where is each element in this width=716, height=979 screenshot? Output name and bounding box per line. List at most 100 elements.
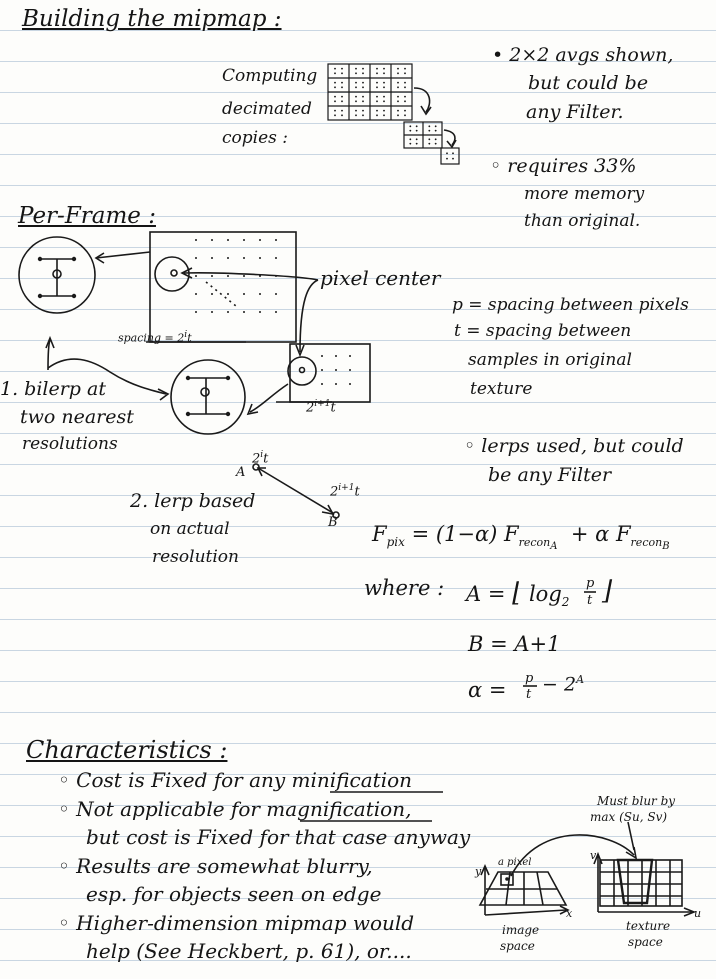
sample-dot [195, 239, 197, 241]
sample-dot [383, 110, 385, 112]
char-item-1: ◦ Cost is Fixed for any minification [58, 770, 412, 790]
sample-dot [435, 125, 437, 127]
sample-dot [355, 72, 357, 74]
b-def: B = A+1 [468, 634, 561, 655]
sample-dot [243, 239, 245, 241]
alpha-lhs: α = [468, 680, 506, 701]
axis-v-label: v [590, 850, 596, 861]
def-t-3: texture [470, 381, 532, 398]
sample-dot [355, 110, 357, 112]
sample-dot [341, 72, 343, 74]
sample-dot [355, 96, 357, 98]
char-item-3-cont: esp. for objects seen on edge [86, 884, 381, 904]
sample-dot [341, 96, 343, 98]
sample-dot [355, 86, 357, 88]
sample-dot [349, 369, 351, 371]
sample-dot [376, 86, 378, 88]
where-label: where : [364, 578, 444, 599]
def-t: t = spacing between [454, 323, 631, 340]
sample-dot [383, 72, 385, 74]
sample-dot [409, 143, 411, 145]
sample-dot [452, 158, 454, 160]
sample-dot [404, 72, 406, 74]
spacing-label: spacing = 2it [118, 330, 192, 344]
sample-dot [275, 293, 277, 295]
sample-dot [428, 138, 430, 140]
image-space-diagram [480, 866, 568, 915]
axis-x-label: x [566, 908, 572, 919]
dotsBig-samples [195, 239, 277, 313]
sample-dot [376, 100, 378, 102]
sample-dot [397, 86, 399, 88]
sample-dot [397, 72, 399, 74]
sample-dot [404, 100, 406, 102]
sample-circle-bottom [288, 357, 316, 385]
sample-dot [362, 96, 364, 98]
sample-dot [275, 239, 277, 241]
sample-dot [404, 110, 406, 112]
sample-dot [376, 82, 378, 84]
sample-dot [404, 82, 406, 84]
point-a-value: 2it [252, 451, 268, 465]
sample-dot [195, 257, 197, 259]
dotsSmall-samples [321, 355, 351, 385]
sample-dot [355, 100, 357, 102]
sample-dot [341, 68, 343, 70]
sample-dot [362, 114, 364, 116]
sample-dot [341, 100, 343, 102]
sample-dot [334, 86, 336, 88]
sample-dot [409, 138, 411, 140]
fpix-equation: Fpix = (1−α) FreconA + α FreconB [372, 524, 670, 552]
char-item-4-cont: help (See Heckbert, p. 61), or.... [86, 941, 412, 961]
sample-dot [259, 311, 261, 313]
step1-line3: resolutions [22, 436, 118, 453]
step2-line1: 2. lerp based [130, 492, 255, 511]
sample-dot [397, 68, 399, 70]
sample-dot [341, 110, 343, 112]
sample-dot [383, 96, 385, 98]
sample-dot [341, 82, 343, 84]
sample-dot [341, 114, 343, 116]
alpha-rest: − 2A [542, 674, 584, 694]
sample-dot [435, 130, 437, 132]
sample-dot [321, 383, 323, 385]
sample-dot [259, 293, 261, 295]
sample-dot [355, 114, 357, 116]
step2-line3: resolution [152, 549, 239, 566]
sample-dot [355, 82, 357, 84]
sample-dot [341, 86, 343, 88]
texture-space-label-1: texture [626, 920, 670, 932]
section-title-characteristics: Characteristics : [26, 738, 227, 762]
sample-dot [397, 96, 399, 98]
sample-dot [334, 68, 336, 70]
must-blur-1: Must blur by [597, 795, 675, 807]
sample-dot [227, 275, 229, 277]
sample-dot [435, 138, 437, 140]
a-def-den: t [587, 594, 592, 607]
sample-dot [416, 143, 418, 145]
pixel-center-label: pixel center [320, 268, 440, 288]
axis-u-label: u [694, 908, 701, 919]
sample-dot [335, 369, 337, 371]
sample-dot [211, 275, 213, 277]
sample-dot [404, 96, 406, 98]
sample-dot [376, 72, 378, 74]
section-title-per-frame: Per-Frame : [18, 205, 156, 228]
sample-dot [397, 82, 399, 84]
sample-dot [334, 114, 336, 116]
sample-dot [383, 86, 385, 88]
sample-dot [376, 110, 378, 112]
dotsL2-samples [446, 152, 454, 159]
sample-dot [362, 68, 364, 70]
sample-dot [355, 68, 357, 70]
alpha-num: p [525, 672, 533, 685]
sample-dot [383, 68, 385, 70]
sample-dot [243, 293, 245, 295]
sample-dot [334, 82, 336, 84]
sample-dot [362, 86, 364, 88]
sample-dot [428, 143, 430, 145]
sample-dot [243, 311, 245, 313]
sample-dot [195, 275, 197, 277]
sample-dot [334, 100, 336, 102]
sample-dot [446, 158, 448, 160]
